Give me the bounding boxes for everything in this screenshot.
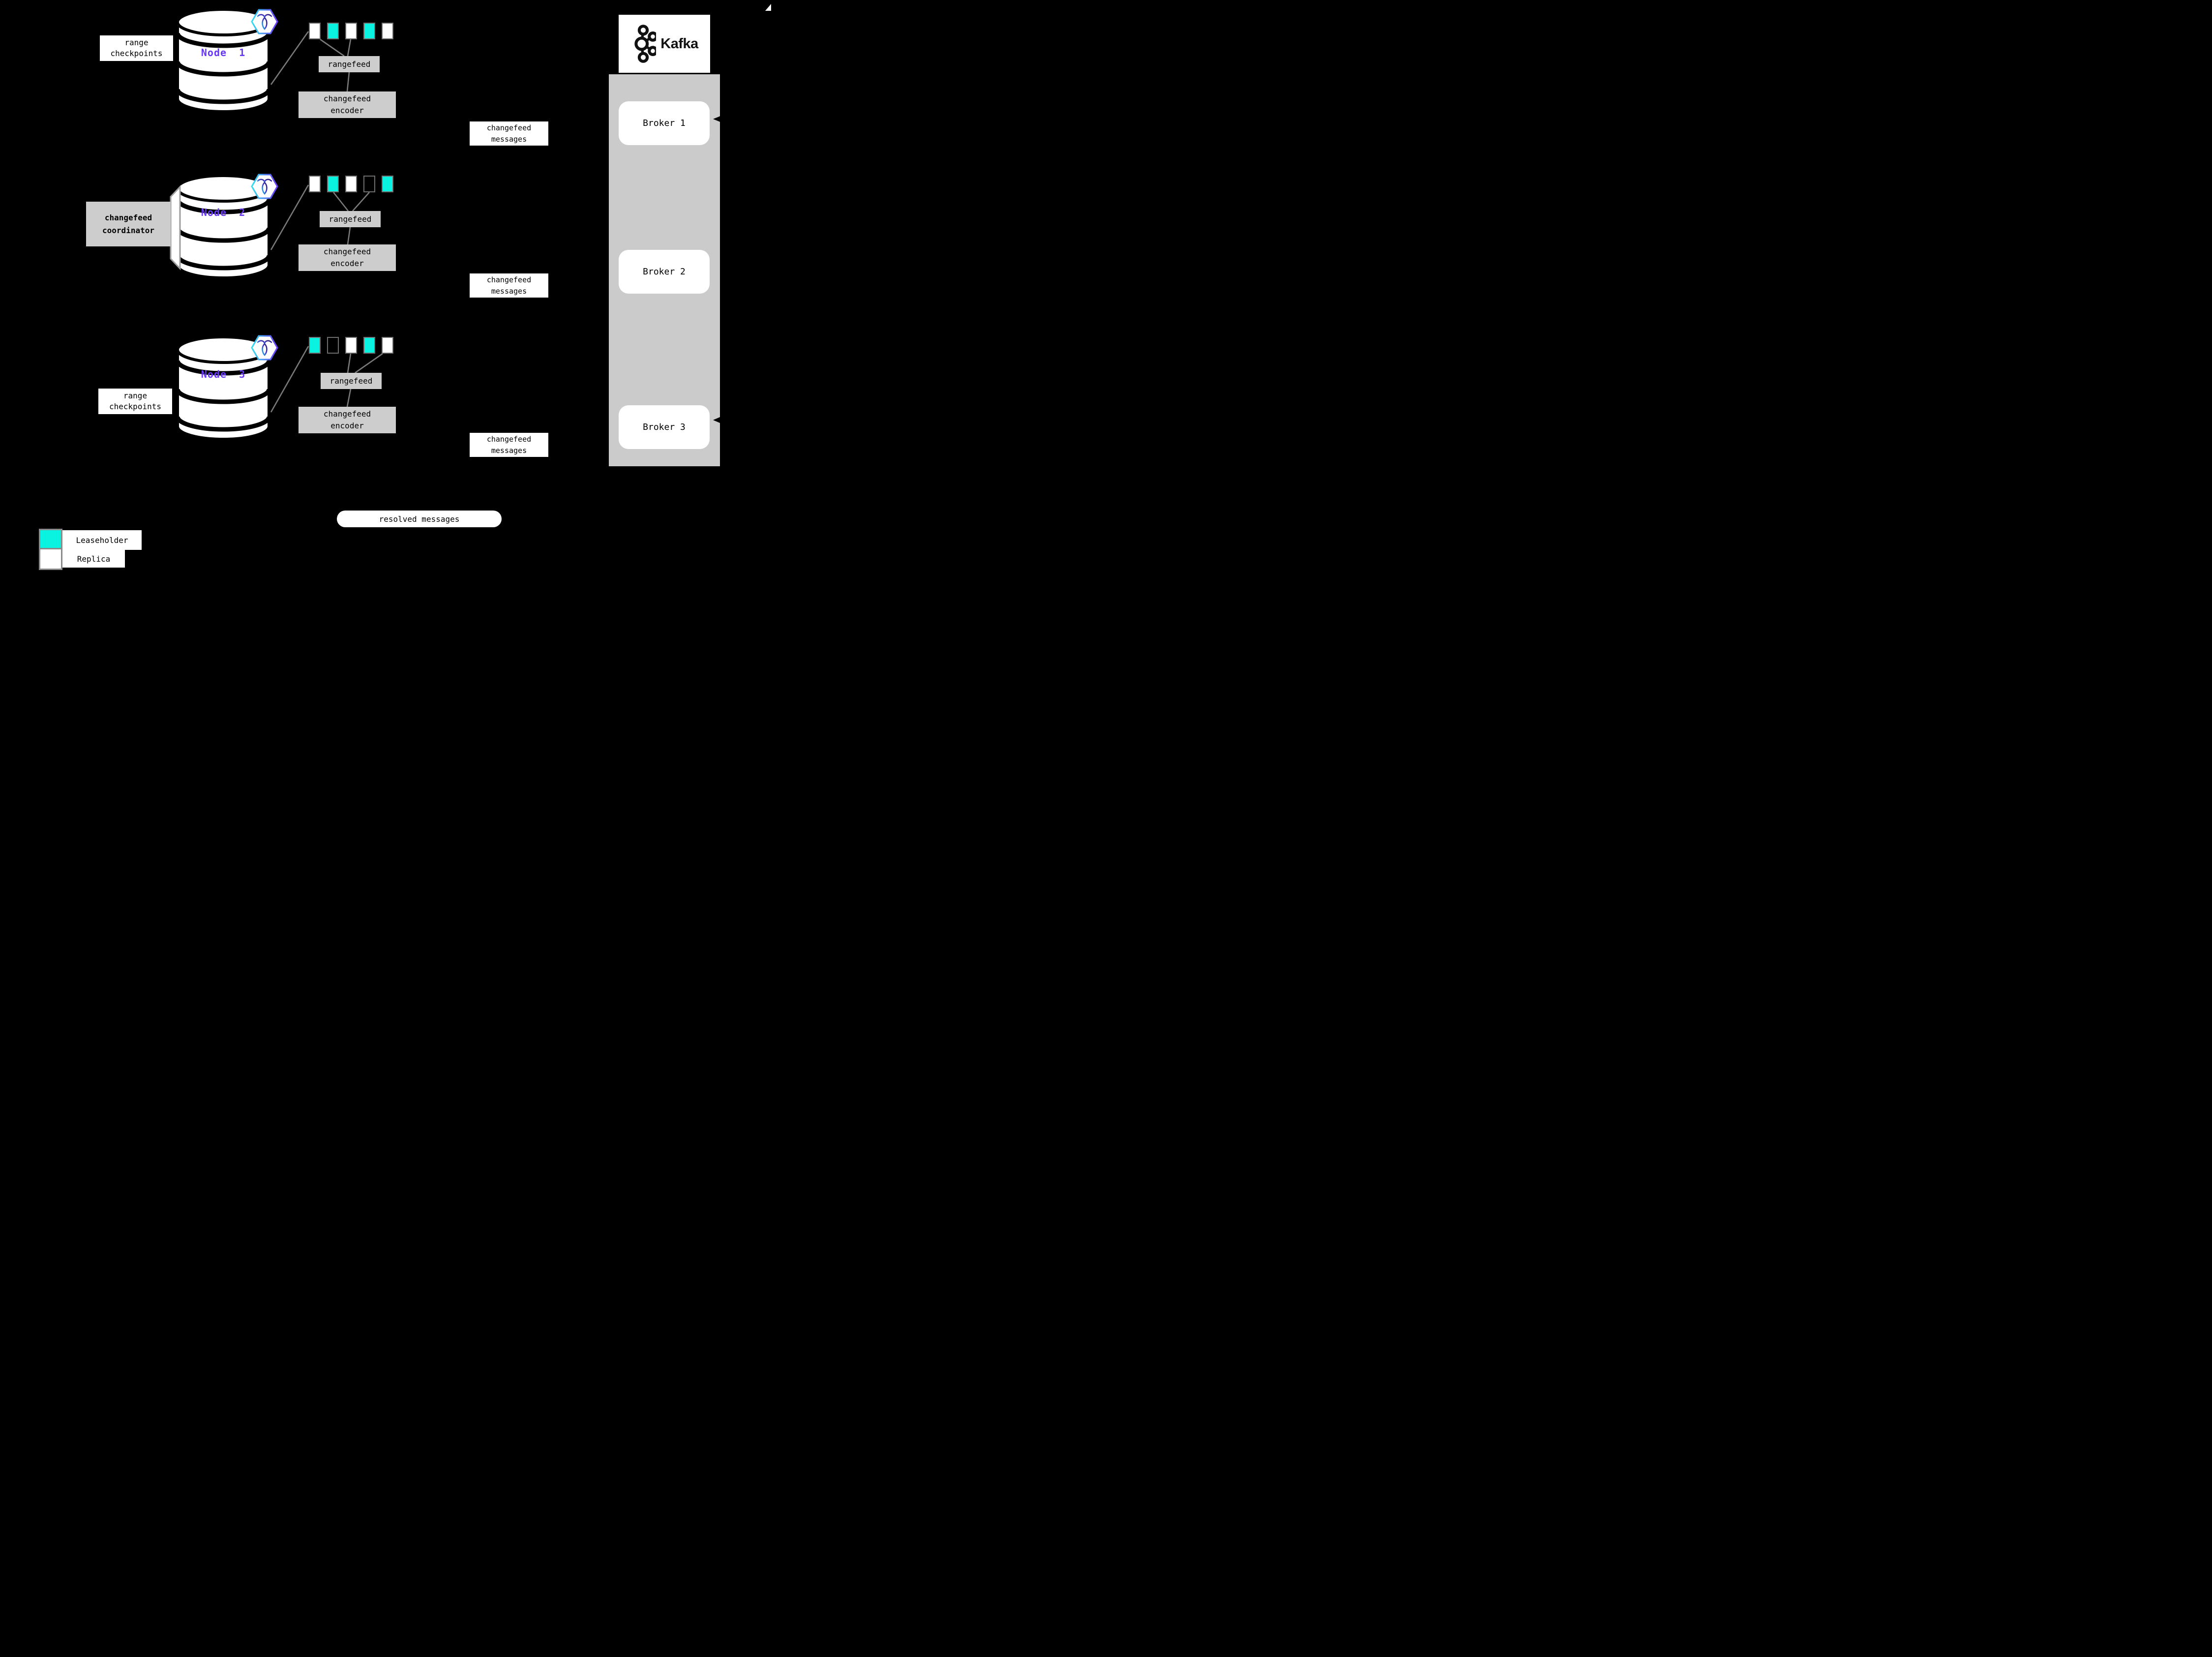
- changefeed-messages-label: changefeed messages: [470, 433, 548, 457]
- connector-lines: [80, 4, 771, 423]
- range-square: [363, 176, 375, 192]
- changefeed-messages-label: changefeed messages: [470, 273, 548, 298]
- cockroachdb-logo-icon: [251, 9, 278, 34]
- range-square: [363, 23, 375, 39]
- range-checkpoints-line2: checkpoints: [110, 49, 163, 58]
- node-1-label: Node 1: [201, 47, 246, 59]
- broker-3-arrowhead-icon: [713, 417, 720, 423]
- range-square: [382, 337, 393, 354]
- range-square: [345, 337, 357, 354]
- cockroachdb-logo-icon: [251, 335, 278, 361]
- changefeed-encoder-box: changefeed encoder: [299, 91, 396, 118]
- legend-label-leaseholder: Leaseholder: [62, 530, 142, 550]
- coordinator-line1: changefeed: [104, 212, 152, 222]
- legend-swatch-replica: [40, 549, 61, 569]
- encoder-line2: encoder: [330, 106, 364, 115]
- range-square: [327, 176, 339, 192]
- messages-line1: changefeed: [486, 275, 532, 284]
- messages-line2: messages: [491, 135, 527, 144]
- range-square: [327, 337, 339, 354]
- range-square: [309, 23, 321, 39]
- range-square: [327, 23, 339, 39]
- range-square: [309, 176, 321, 192]
- range-square: [382, 23, 393, 39]
- corner-arrow-fragment: [765, 4, 771, 11]
- encoder-line1: changefeed: [323, 94, 371, 103]
- legend-replica-text: Replica: [77, 554, 111, 564]
- node-2-label: Node 2: [201, 207, 246, 218]
- broker-2-label: Broker 2: [643, 267, 686, 277]
- legend-label-replica: Replica: [62, 550, 125, 568]
- rangefeed-label: rangefeed: [329, 376, 373, 386]
- kafka-logo-box: Kafka: [619, 15, 710, 73]
- changefeed-architecture-diagram: Node 1 Node 2 Node 3: [0, 0, 771, 577]
- broker-3-label: Broker 3: [643, 422, 686, 432]
- rangefeed-label: rangefeed: [328, 60, 371, 69]
- legend-leaseholder-text: Leaseholder: [76, 535, 128, 545]
- range-square: [382, 176, 393, 192]
- node-1-cylinder: [175, 8, 271, 113]
- range-checkpoints-line2: checkpoints: [109, 402, 161, 411]
- node-3-label: Node 3: [201, 368, 246, 380]
- encoder-line1: changefeed: [323, 409, 371, 419]
- broker-1-arrowhead-icon: [713, 115, 724, 123]
- rangefeed-box: rangefeed: [319, 56, 380, 72]
- kafka-wordmark: Kafka: [660, 35, 698, 52]
- legend-swatch-leaseholder: [40, 530, 61, 549]
- rangefeed-box: rangefeed: [320, 211, 381, 227]
- range-square: [345, 23, 357, 39]
- range-checkpoints-label: range checkpoints: [98, 389, 172, 414]
- broker-box-1: Broker 1: [619, 101, 710, 145]
- coordinator-line2: coordinator: [102, 225, 154, 235]
- changefeed-messages-label: changefeed messages: [470, 121, 548, 146]
- messages-line2: messages: [491, 446, 527, 455]
- messages-line1: changefeed: [486, 123, 532, 132]
- legend: [39, 529, 62, 570]
- range-checkpoints-line1: range: [124, 38, 149, 47]
- changefeed-coordinator-box: changefeed coordinator: [86, 202, 171, 246]
- node-3-cylinder: [175, 335, 271, 441]
- cockroachdb-logo-icon: [251, 174, 278, 199]
- range-checkpoints-label: range checkpoints: [100, 35, 173, 61]
- broker-1-label: Broker 1: [643, 118, 686, 128]
- rangefeed-box: rangefeed: [321, 373, 382, 389]
- changefeed-encoder-box: changefeed encoder: [299, 244, 396, 271]
- coordinator-panel: [170, 185, 181, 271]
- encoder-line2: encoder: [330, 259, 364, 268]
- kafka-logo-icon: [634, 25, 657, 63]
- range-square: [309, 337, 321, 354]
- encoder-line2: encoder: [330, 421, 364, 430]
- broker-box-3: Broker 3: [619, 405, 710, 449]
- rangefeed-label: rangefeed: [329, 214, 372, 224]
- broker-box-2: Broker 2: [619, 250, 710, 294]
- messages-line1: changefeed: [486, 435, 532, 444]
- node-2-cylinder: [175, 174, 271, 279]
- encoder-line1: changefeed: [323, 247, 371, 256]
- resolved-messages-pill: resolved messages: [337, 511, 502, 527]
- range-square: [363, 337, 375, 354]
- range-square: [345, 176, 357, 192]
- range-checkpoints-line1: range: [123, 391, 148, 400]
- messages-line2: messages: [491, 287, 527, 296]
- resolved-messages-label: resolved messages: [379, 514, 460, 524]
- changefeed-encoder-box: changefeed encoder: [299, 407, 396, 433]
